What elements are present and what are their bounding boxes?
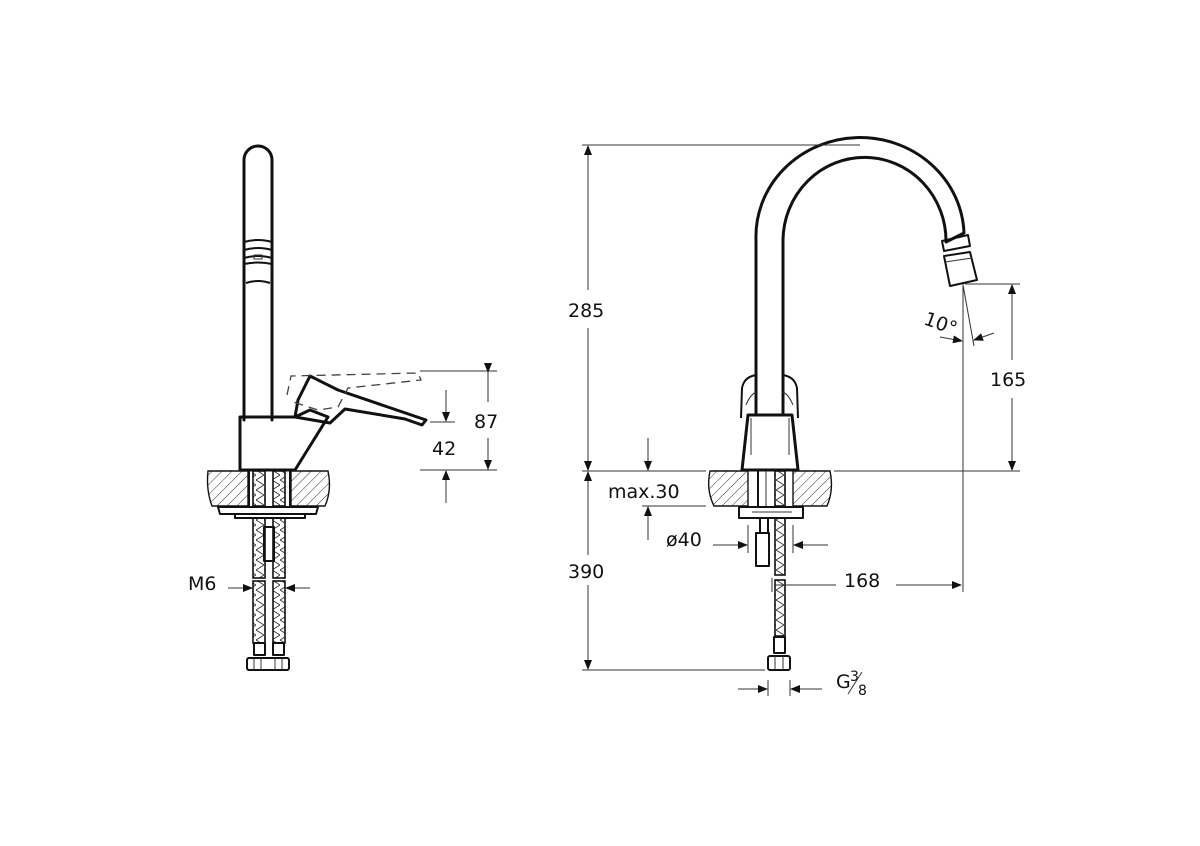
- dim-g-num: 3: [850, 669, 859, 685]
- front-spout: [754, 136, 966, 417]
- dim-390: 390: [568, 561, 604, 583]
- side-spout-tube: [242, 144, 274, 422]
- front-countertop: [707, 470, 749, 507]
- dim-165: 165: [990, 369, 1026, 391]
- dim-87: 87: [474, 411, 498, 433]
- dim-g-thread: G: [836, 671, 851, 693]
- dim-dia40: ø40: [666, 529, 702, 551]
- dim-285: 285: [568, 300, 604, 322]
- side-countertop: [206, 470, 249, 507]
- dim-168: 168: [844, 570, 880, 592]
- front-body: [740, 413, 800, 472]
- dim-m6: M6: [188, 573, 216, 595]
- front-view: 285 390 max.30 ø40 168 165 10°: [568, 136, 1026, 699]
- dim-42: 42: [432, 438, 456, 460]
- side-nuts: [246, 657, 290, 671]
- dim-max30: max.30: [608, 481, 680, 503]
- dim-g-den: 8: [858, 683, 867, 699]
- side-view: 87 42 M6: [188, 144, 498, 671]
- front-nut: [767, 655, 791, 671]
- dim-angle: 10°: [921, 308, 960, 340]
- side-lever: [293, 374, 428, 427]
